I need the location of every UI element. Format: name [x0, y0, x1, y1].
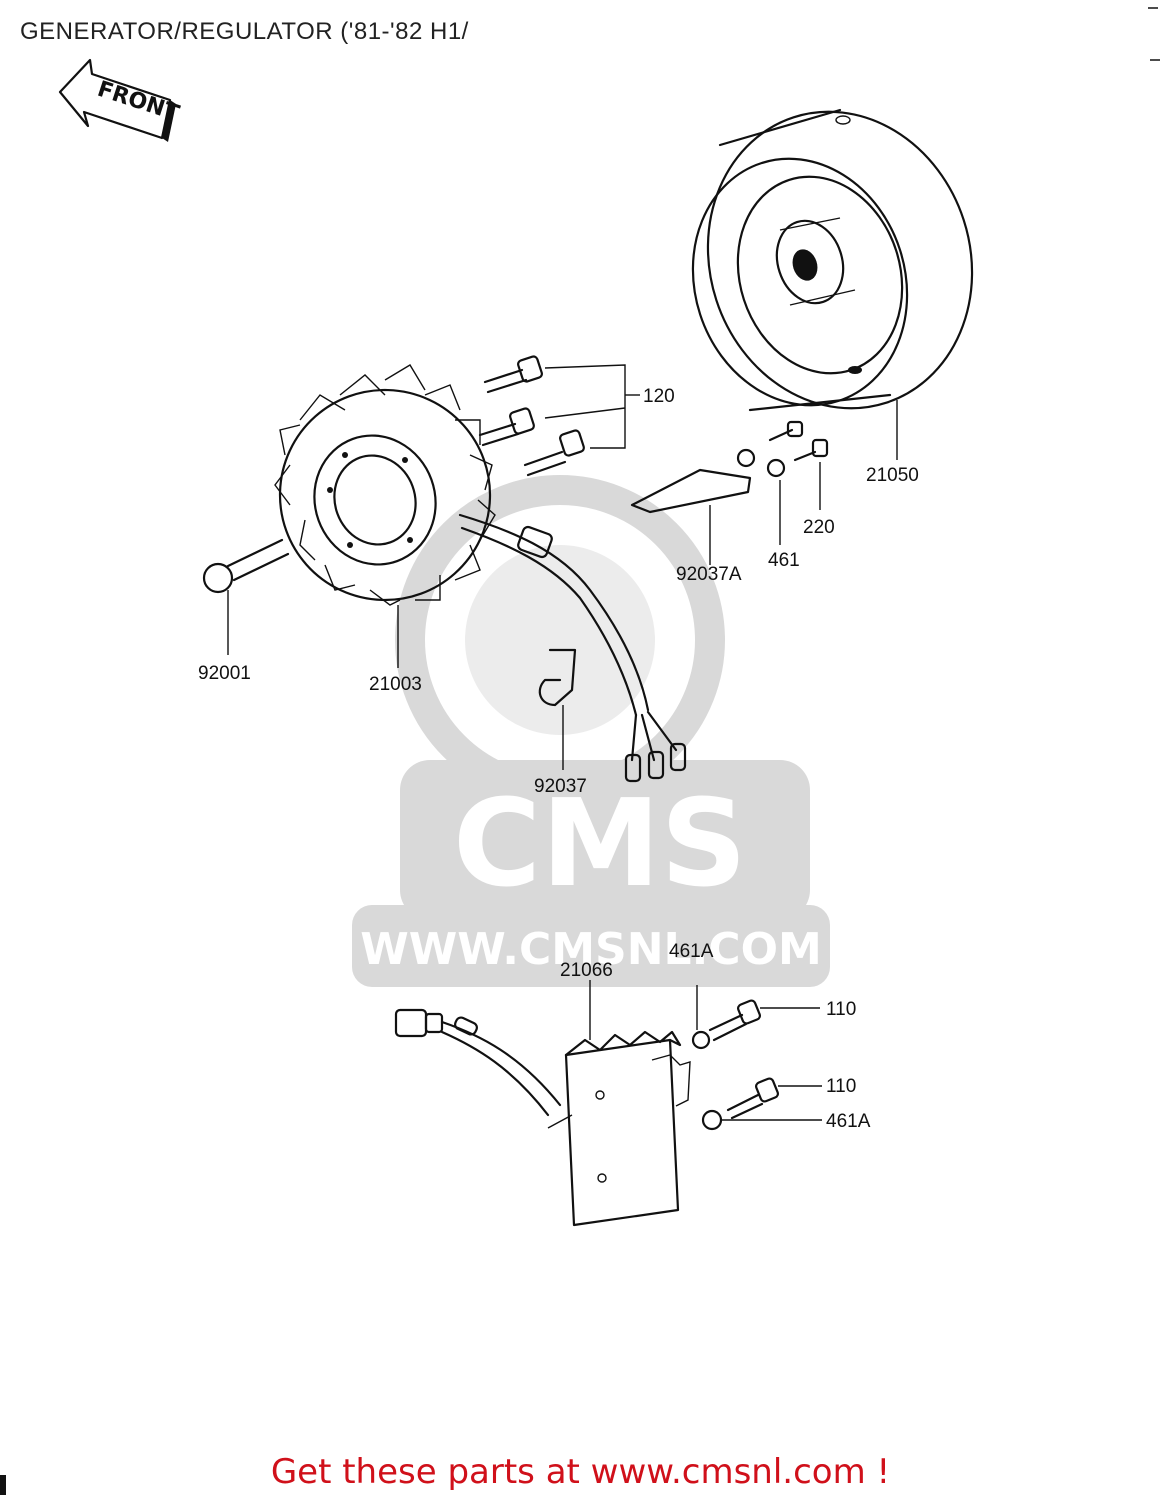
callout-110-top: 110: [826, 999, 856, 1020]
callout-21066: 21066: [560, 960, 613, 981]
bolt-92001: [202, 538, 290, 655]
watermark-url: WWW.CMSNL.COM: [360, 924, 822, 975]
callout-92037: 92037: [534, 776, 587, 797]
callout-110-bottom: 110: [826, 1076, 856, 1097]
callout-labels: 120 21050 220 461 92037A 92001 21003 920…: [198, 386, 919, 1132]
callout-92037a: 92037A: [676, 564, 742, 585]
watermark-brand: CMS: [453, 775, 747, 914]
wire-plate: [630, 400, 898, 565]
callout-21050: 21050: [866, 465, 919, 486]
callout-461a-top: 461A: [669, 941, 714, 962]
page-title: GENERATOR/REGULATOR ('81-'82 H1/: [20, 18, 469, 45]
footer-link-text[interactable]: Get these parts at www.cmsnl.com !: [270, 1452, 891, 1492]
callout-21003: 21003: [369, 674, 422, 695]
regulator: [564, 980, 691, 1227]
regulator-connector: [394, 1008, 573, 1129]
regulator-bolts: [691, 985, 822, 1131]
callout-461: 461: [768, 550, 800, 571]
callout-461a-bottom: 461A: [826, 1111, 871, 1132]
clamp-92037: [397, 605, 577, 770]
callout-120: 120: [643, 386, 675, 407]
callout-92001: 92001: [198, 663, 251, 684]
stator-bolts: [478, 355, 640, 477]
watermark: CMS WWW.CMSNL.COM: [352, 475, 830, 987]
stator-wire-harness: [458, 513, 687, 783]
stator: [274, 364, 496, 606]
flywheel-rotor: [691, 108, 974, 412]
front-arrow: FRONT: [58, 58, 182, 142]
callout-220: 220: [803, 517, 835, 538]
